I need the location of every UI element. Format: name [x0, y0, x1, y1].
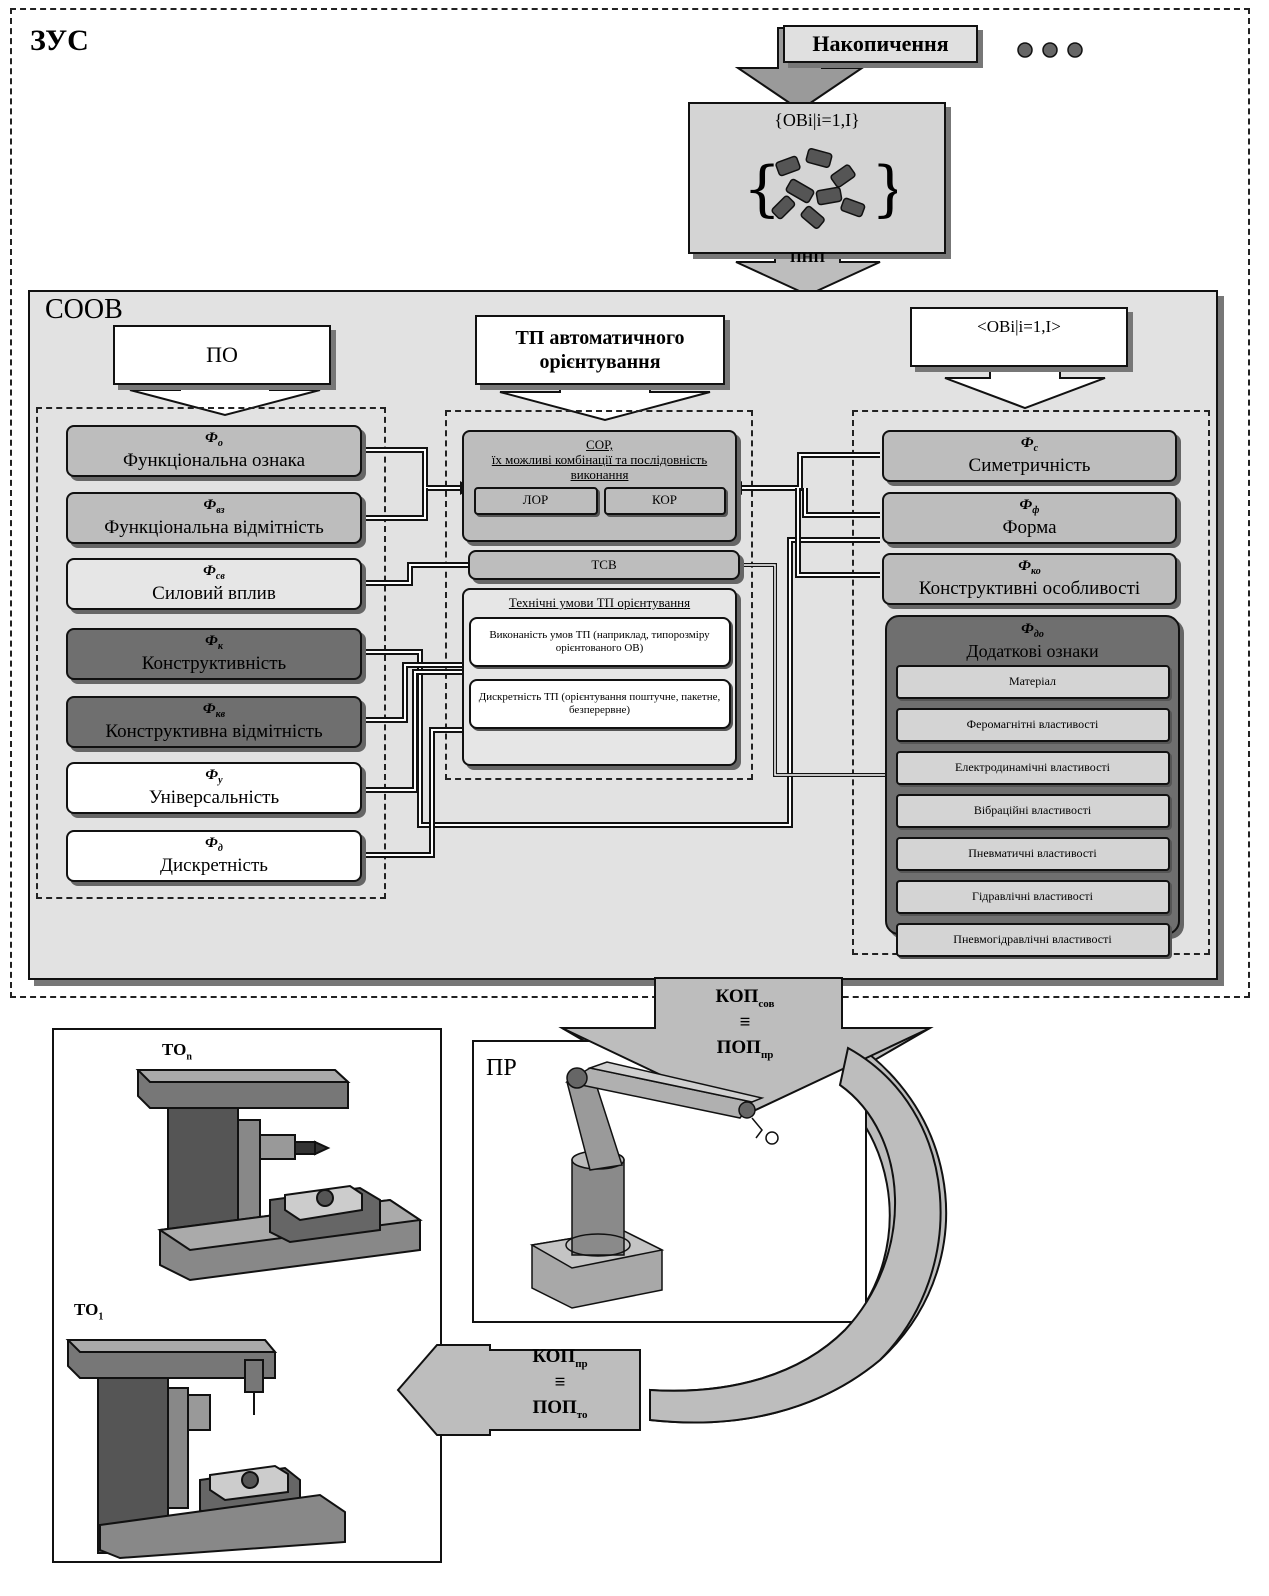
feature-label: Конструктивність	[141, 652, 287, 674]
feature-symbol: Фф	[1019, 497, 1040, 517]
zus-label: ЗУС	[30, 24, 89, 57]
pop-to-label: ПОП	[532, 1396, 577, 1418]
feature-label: Функціональна ознака	[122, 449, 306, 471]
kor-box: КОР	[603, 486, 726, 515]
equiv-2: ≡	[554, 1372, 566, 1394]
soob-label: СООВ	[45, 294, 123, 325]
kop-pr-label: КОП	[532, 1346, 576, 1367]
machine-tool-1-icon	[65, 1339, 346, 1560]
feature-label: Функціональна відмітність	[104, 516, 324, 538]
tp-title: ТП автоматичного орієнтування	[515, 327, 685, 373]
additional-property-item: Матеріал	[895, 665, 1170, 700]
tech-title: Технічні умови ТП орієнтування	[508, 595, 691, 610]
feature-label: Дискретність	[160, 854, 268, 876]
feature-symbol: Фко	[1018, 558, 1041, 578]
accumulation-label: Накопичення	[812, 31, 949, 56]
tech-item-1: Виконаність умов ТП (наприклад, типорозм…	[468, 616, 731, 667]
kor-label: КОР	[652, 492, 677, 508]
accumulation-box: Накопичення	[783, 25, 978, 63]
additional-title: Додаткові ознаки	[966, 640, 1099, 661]
tp-title-box: ТП автоматичного орієнтування	[475, 315, 725, 385]
machine-tool-n-icon	[135, 1069, 423, 1282]
to-n-label: ТОn	[162, 1040, 192, 1063]
feature-label: Форма	[1002, 516, 1057, 538]
feature-symbol: Фс	[1020, 435, 1039, 455]
svg-text:}: }	[871, 154, 897, 224]
feature-label: Силовий вплив	[152, 582, 276, 604]
ob-ordered-label: <OBi|i=1,I>	[977, 317, 1061, 336]
feature-label: Універсальність	[148, 786, 280, 808]
robot-arm-icon	[529, 1061, 779, 1309]
lor-label: ЛОР	[522, 492, 549, 508]
pnp-label: ПНП	[790, 250, 826, 266]
feature-label: Конструктивна відмітність	[105, 720, 323, 742]
parts-pile-icon: { }	[743, 148, 897, 229]
feature-symbol: Фо	[205, 430, 223, 450]
kop-soob-block-top: КОПсов ≡ ПОПпр	[715, 986, 775, 1061]
additional-property-item: Пневматичні властивості	[895, 837, 1170, 872]
sor-line: їх можливі комбінації та послідовність в…	[491, 451, 708, 482]
feature-symbol: Фк	[205, 633, 223, 653]
to-1-label: ТО1	[74, 1300, 104, 1323]
po-label: ПО	[206, 342, 238, 367]
additional-property-item: Пневмогідравлічні властивості	[895, 923, 1170, 958]
feature-label: Симетричність	[968, 454, 1091, 476]
ob-ordered-box: <OBi|i=1,I>	[910, 307, 1128, 367]
feature-symbol: Фвз	[203, 497, 225, 517]
feature-symbol: Фд	[205, 835, 223, 855]
lor-box: ЛОР	[473, 486, 598, 515]
feature-symbol: Фу	[205, 767, 223, 787]
sor-box: СОР, їх можливі комбінації та послідовні…	[462, 430, 737, 542]
ob-set-label: {OBi|i=1,I}	[774, 110, 860, 130]
sor-title: СОР,	[586, 437, 613, 452]
ob-set-box: {OBi|i=1,I} { }	[688, 102, 946, 254]
additional-property-item: Гідравлічні властивості	[895, 880, 1170, 915]
pr-label: ПР	[486, 1055, 517, 1081]
tech-item-2: Дискретність ТП (орієнтування поштучне, …	[468, 678, 731, 729]
po-box: ПО	[113, 325, 331, 385]
additional-property-item: Електродинамічні властивості	[895, 751, 1170, 786]
additional-property-item: Феромагнітні властивості	[895, 708, 1170, 743]
tech-conditions-box: Технічні умови ТП орієнтування Виконаніс…	[462, 588, 737, 766]
additional-property-item: Вібраційні властивості	[895, 794, 1170, 829]
feature-label: Конструктивні особливості	[918, 577, 1141, 599]
kop-pr-block: КОПпр ≡ ПОПто	[500, 1345, 620, 1422]
tsv-label: ТСВ	[591, 556, 617, 572]
feature-symbol: Фсв	[203, 563, 225, 583]
feature-symbol: Фкв	[202, 701, 226, 721]
tsv-box: ТСВ	[468, 550, 740, 580]
additional-symbol: Фдо	[1021, 621, 1044, 640]
